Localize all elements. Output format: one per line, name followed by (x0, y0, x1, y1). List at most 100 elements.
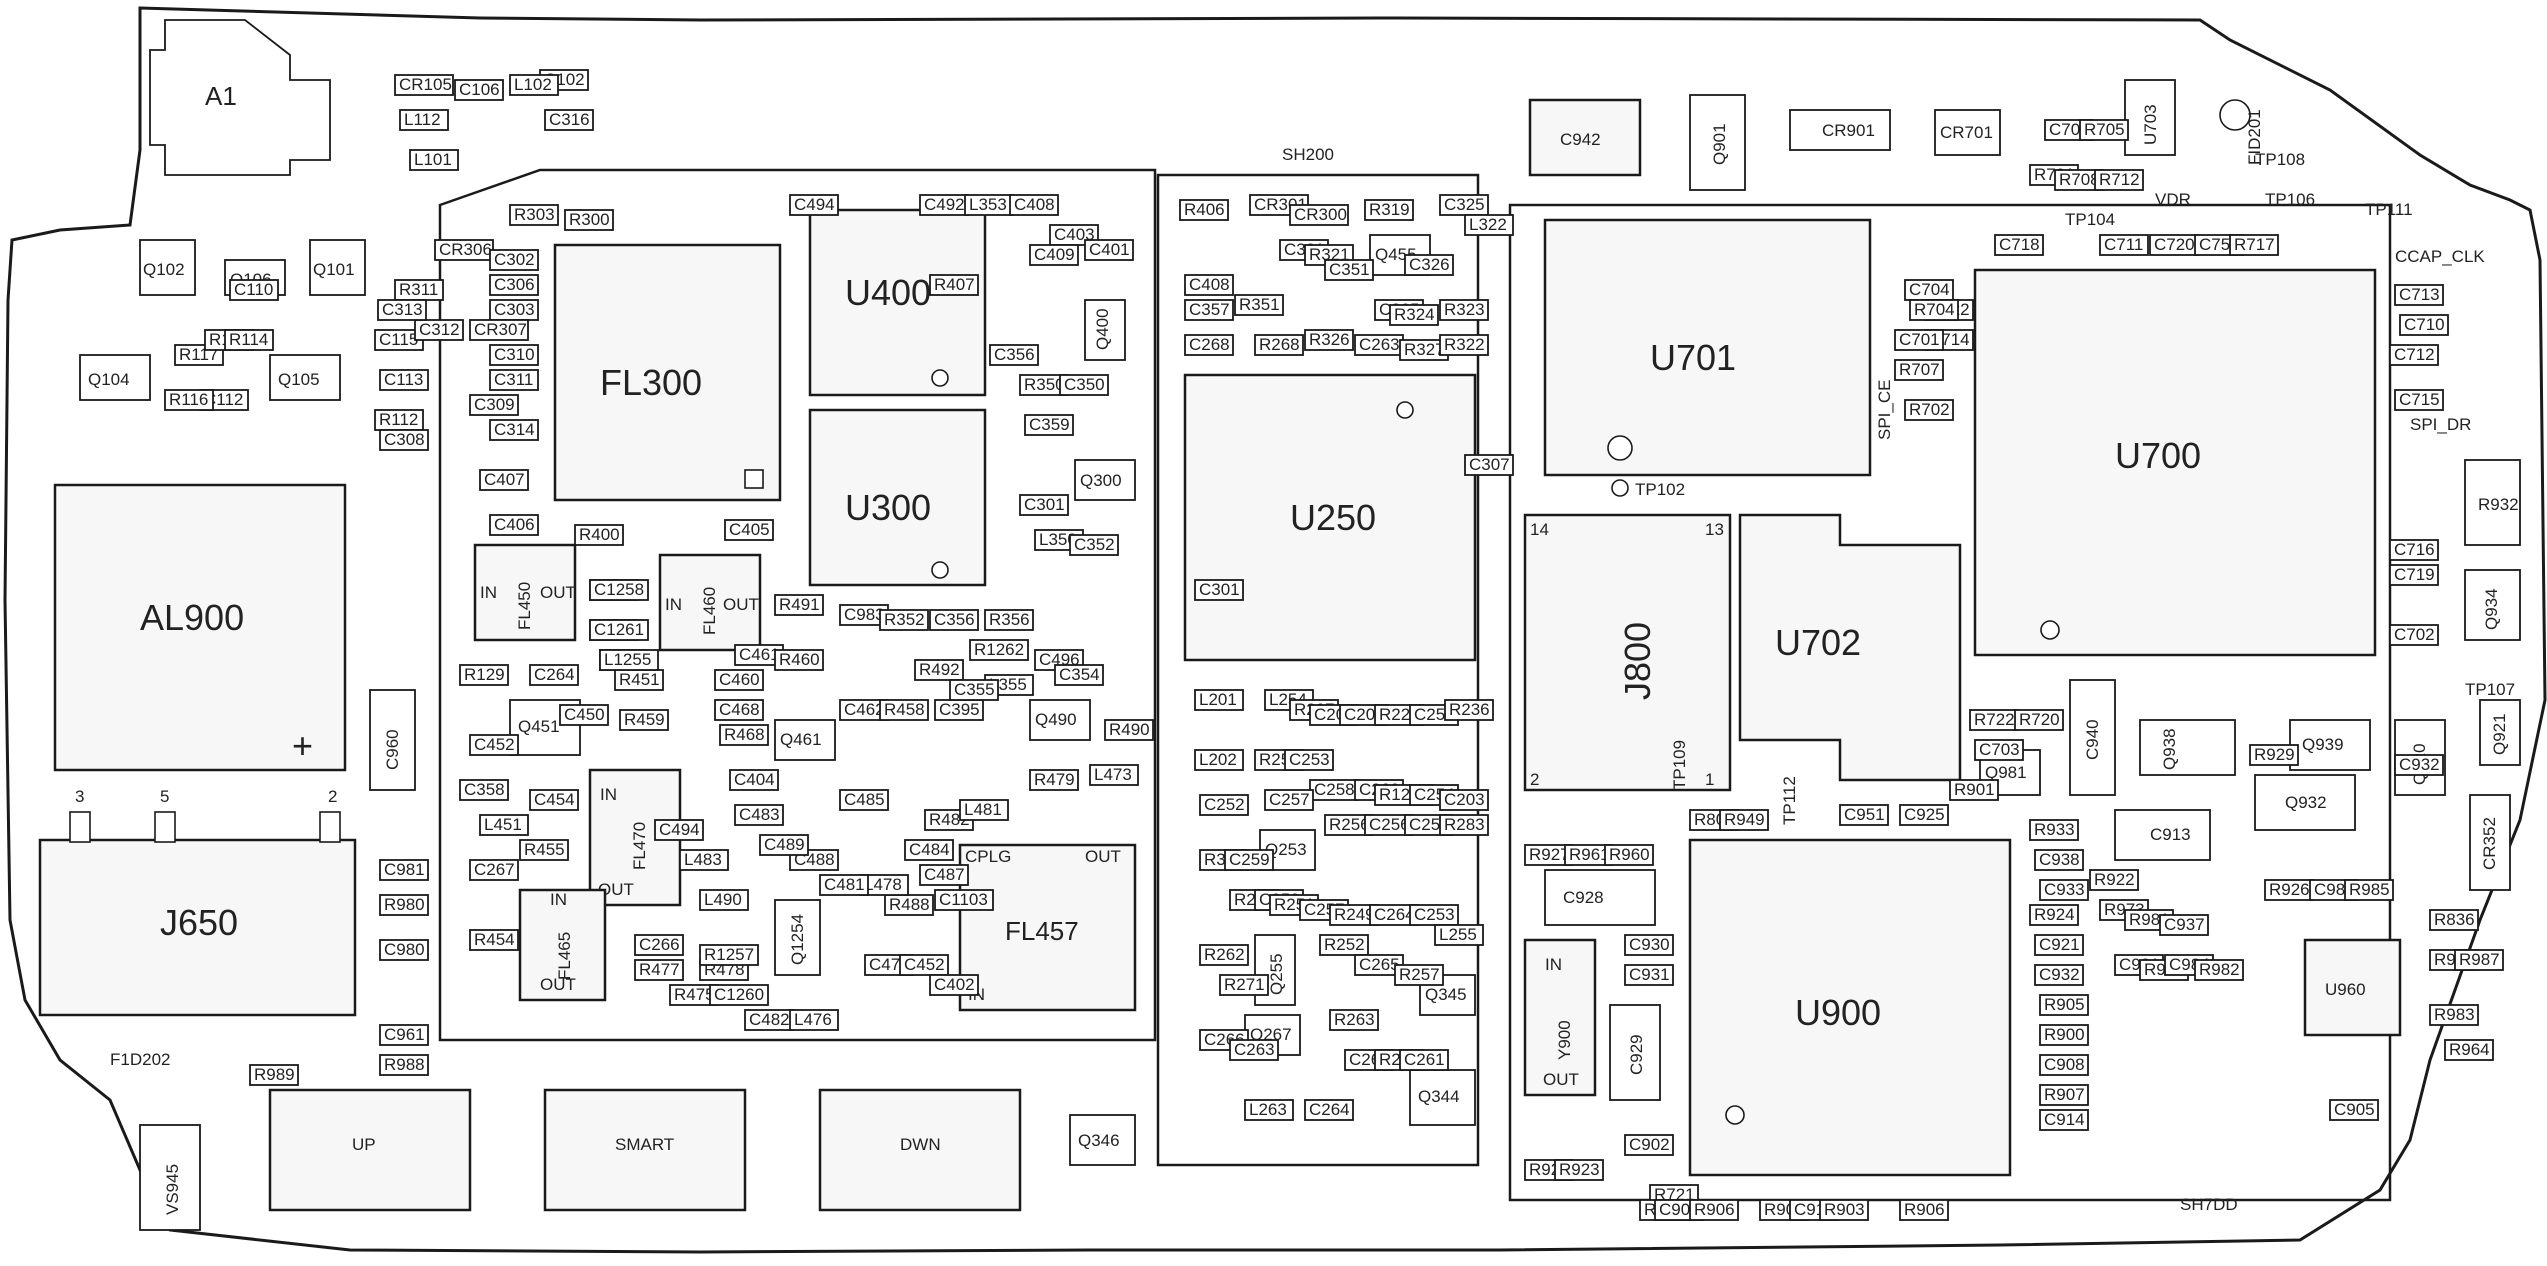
fl300-component (553, 243, 782, 502)
fl300-label: FL300 (600, 362, 702, 403)
part-r707-body (1894, 359, 1944, 381)
y900-in: IN (1545, 955, 1562, 974)
part-c712-label: C712 (2394, 345, 2435, 364)
part-c902-label: C902 (1629, 1135, 1670, 1154)
u960-label: U960 (2325, 980, 2366, 999)
part-c711-label: C711 (2104, 235, 2143, 254)
part-c468-body (714, 699, 764, 721)
part-r905-body (2039, 994, 2089, 1016)
part-c325-label: C325 (1444, 195, 1485, 214)
fl465-in: IN (550, 890, 567, 909)
fl465-component (518, 888, 607, 1002)
part-c931-label: C931 (1629, 965, 1670, 984)
part-r961-label: R961 (1569, 845, 1610, 864)
part-r933-body (2029, 819, 2079, 841)
part-r960-label: R960 (1609, 845, 1650, 864)
part-c450-label: C450 (564, 705, 605, 724)
part-c312-label: C312 (419, 320, 460, 339)
part-c718-body (1994, 234, 2044, 256)
part-l201-body (1194, 689, 1244, 711)
q400-label: Q400 (1093, 308, 1112, 350)
part-r407-body (929, 274, 979, 296)
part-r989-body (249, 1064, 299, 1086)
part-r982-body (2194, 959, 2244, 981)
part-c462-label: C462 (844, 700, 885, 719)
u400-component (808, 208, 987, 397)
part-r236-label: R236 (1449, 700, 1490, 719)
fl450-label: FL450 (515, 582, 534, 630)
ccap-clk-label: CCAP_CLK (2395, 247, 2485, 266)
u400-label: U400 (845, 272, 931, 313)
part-r400-label: R400 (579, 525, 620, 544)
fl450-out: OUT (540, 583, 576, 602)
part-r268-body (1254, 334, 1304, 356)
q461-label: Q461 (780, 730, 822, 749)
part-r458-label: R458 (884, 700, 925, 719)
q344-transistor (1409, 1069, 1476, 1126)
part-c406-body (489, 514, 539, 536)
q451-label: Q451 (518, 717, 560, 736)
part-r252-body (1319, 934, 1369, 956)
part-c702-body (2389, 624, 2439, 646)
q461-transistor (774, 719, 836, 761)
y900-label: Y900 (1555, 1020, 1574, 1060)
part-r351-body (1234, 294, 1284, 316)
c913-label: C913 (2150, 825, 2191, 844)
part-c264-label: C264 (1309, 1100, 1350, 1119)
j800-pin1: 1 (1705, 770, 1714, 789)
part-c313-body (377, 299, 427, 321)
part-c259-label: C259 (1229, 850, 1270, 869)
fl457-label: FL457 (1005, 916, 1079, 946)
part-r352-body (879, 609, 929, 631)
part-c258-label: C258 (1314, 780, 1355, 799)
part-c267-label: C267 (474, 860, 515, 879)
part-r129-body (459, 664, 509, 686)
q105-transistor (269, 354, 341, 401)
part-r351-label: R351 (1239, 295, 1280, 314)
j800-pin13: 13 (1705, 520, 1724, 539)
part-c494-label: C494 (794, 195, 835, 214)
part-l473-label: L473 (1094, 765, 1132, 784)
part-c450-body (559, 704, 609, 726)
part-c265-label: C265 (1359, 955, 1400, 974)
part-c937-label: C937 (2164, 915, 2205, 934)
fl450-in: IN (480, 583, 497, 602)
part-r1257-body (699, 944, 759, 966)
part-r922-body (2089, 869, 2139, 891)
part-r303-label: R303 (514, 205, 555, 224)
part-r490-body (1104, 719, 1154, 741)
part-c925-body (1899, 804, 1949, 826)
part-r720-label: R720 (2019, 710, 2060, 729)
part-c932-body (2394, 754, 2444, 776)
part-r900-label: R900 (2044, 1025, 2085, 1044)
q300-label: Q300 (1080, 471, 1122, 490)
part-r903-body (1819, 1199, 1869, 1221)
u300-component (808, 408, 987, 587)
part-c711-body (2099, 234, 2149, 256)
q901-transistor (1689, 94, 1746, 191)
part-c401-body (1084, 239, 1134, 261)
part-c113-body (379, 369, 429, 391)
cr352-label: CR352 (2480, 817, 2499, 870)
part-c253-label: C253 (1289, 750, 1330, 769)
part-r901-label: R901 (1954, 780, 1995, 799)
part-c494-body (789, 194, 839, 216)
part-l476-body (789, 1009, 839, 1031)
part-l490-body (699, 889, 749, 911)
part-c933-body (2039, 879, 2089, 901)
fid201-mark (2219, 99, 2251, 131)
q938-label: Q938 (2160, 728, 2179, 770)
part-c716-body (2389, 539, 2439, 561)
part-c702-label: C702 (2394, 625, 2435, 644)
part-r249-label: R249 (1334, 905, 1375, 924)
part-r964-body (2444, 1039, 2494, 1061)
part-l1255-body (599, 649, 659, 671)
part-c720-label: C720 (2154, 235, 2195, 254)
part-c354-label: C354 (1059, 665, 1100, 684)
q451-transistor (509, 699, 581, 756)
part-c325-body (1439, 194, 1489, 216)
part-r322-label: R322 (1444, 335, 1485, 354)
part-c494-body (654, 819, 704, 841)
part-c719-body (2389, 564, 2439, 586)
part-r491-label: R491 (779, 595, 820, 614)
